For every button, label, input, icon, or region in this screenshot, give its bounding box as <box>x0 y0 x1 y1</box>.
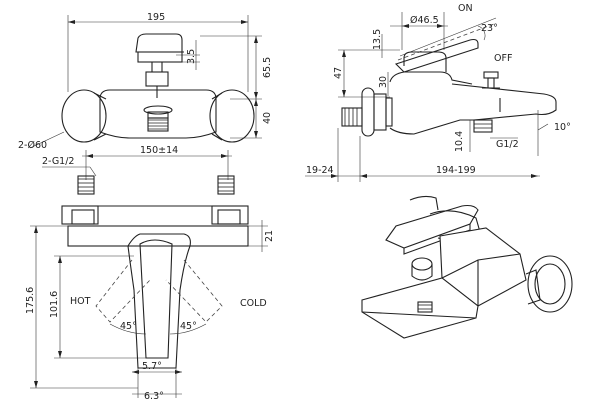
left-extent-label: 19-24 <box>306 165 334 176</box>
front-view: 195 65.5 40 3.5 <box>18 12 273 151</box>
rotation-angle-label: 23° <box>481 23 498 34</box>
on-label: ON <box>458 3 473 14</box>
spacing-label: 150±14 <box>140 145 178 156</box>
hot-label: HOT <box>70 296 91 307</box>
cold-angle-label: 45° <box>180 321 197 332</box>
handle-diameter-label: Ø46.5 <box>410 15 439 26</box>
outlet-thread-label: G1/2 <box>496 139 519 150</box>
width-195-label: 195 <box>147 12 165 23</box>
length-label: 194-199 <box>436 165 476 176</box>
spout-angle-label: 10° <box>554 122 571 133</box>
bottom-angle-label: 6.3° <box>144 391 164 400</box>
height-3-5-label: 3.5 <box>186 49 197 64</box>
cold-label: COLD <box>240 298 267 309</box>
inlet-threads-label: 2-G1/2 <box>42 156 74 167</box>
height-30-label: 30 <box>378 76 389 88</box>
top-view: 2-G1/2 150±14 <box>25 145 275 400</box>
plate-thickness-label: 21 <box>264 230 275 242</box>
isometric-view <box>361 195 573 339</box>
height-47-label: 47 <box>333 67 344 79</box>
top-angle-label: 5.7° <box>142 361 162 372</box>
end-cap-label: 2-Ø60 <box>18 140 47 151</box>
off-label: OFF <box>494 53 512 64</box>
spout-gap-label: 10.4 <box>454 131 465 152</box>
height-65-5-label: 65.5 <box>262 57 273 78</box>
top-offset-label: 13.5 <box>372 29 383 50</box>
side-view: ON 23° Ø46.5 47 13.5 30 OFF <box>305 3 571 182</box>
lever-length-label: 101.6 <box>49 291 60 318</box>
height-40-label: 40 <box>262 112 273 124</box>
total-height-label: 175.6 <box>25 287 36 314</box>
hot-angle-label: 45° <box>120 321 137 332</box>
